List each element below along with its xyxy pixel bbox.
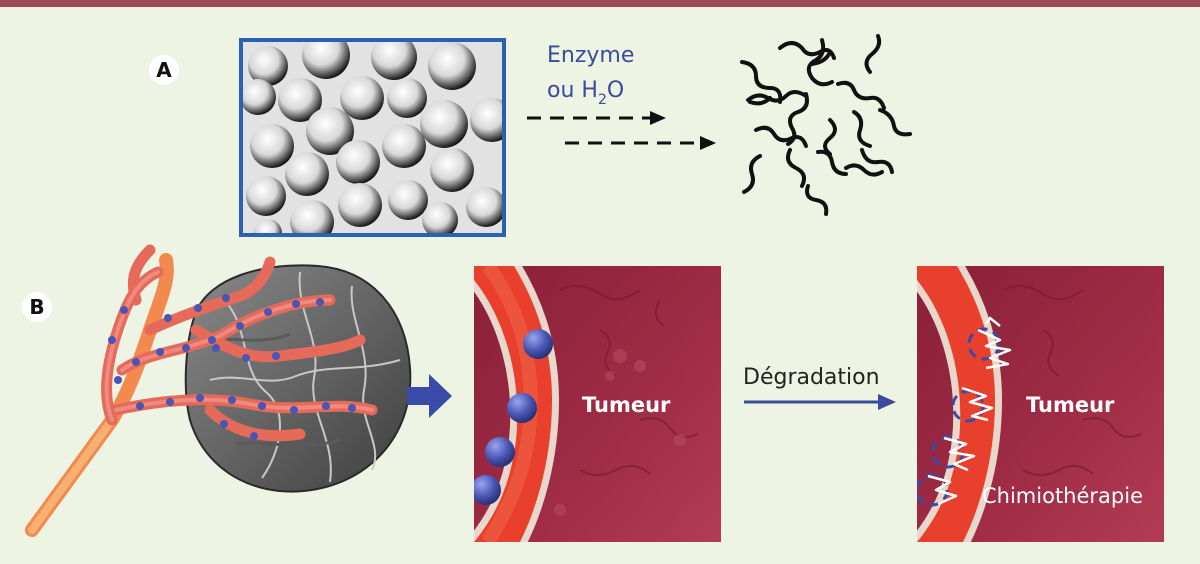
chemo-label: Chimiothérapie: [982, 484, 1143, 508]
tumor-label-2: Tumeur: [1026, 393, 1115, 417]
enzyme-label: Enzyme: [547, 43, 634, 68]
panel-a-badge: A: [149, 55, 179, 85]
blue-arrow: [407, 374, 452, 418]
microscopy-image: [239, 38, 506, 237]
top-bar: [0, 0, 1200, 7]
degradation-arrow: [744, 394, 896, 410]
panel-b-letter: B: [29, 295, 44, 319]
water-suffix: O: [607, 78, 624, 103]
tumor-label-1: Tumeur: [582, 393, 671, 417]
water-subscript: 2: [598, 92, 607, 108]
dashed-arrows: [527, 111, 716, 150]
panel-b-badge: B: [22, 292, 52, 322]
tumor-panel-2: Tumeur Chimiothérapie: [917, 266, 1164, 542]
degradation-label: Dégradation: [743, 365, 880, 390]
polymer-fragments: [740, 34, 912, 216]
microscopy-frame: [239, 38, 506, 237]
microsphere-bubbles: [241, 40, 504, 235]
panel-a-letter: A: [156, 58, 172, 82]
water-prefix: ou H: [547, 78, 598, 103]
water-label: ou H2O: [547, 78, 624, 108]
tumor-illustration: [25, 244, 412, 537]
tumor-panel-1: Tumeur: [474, 266, 721, 542]
